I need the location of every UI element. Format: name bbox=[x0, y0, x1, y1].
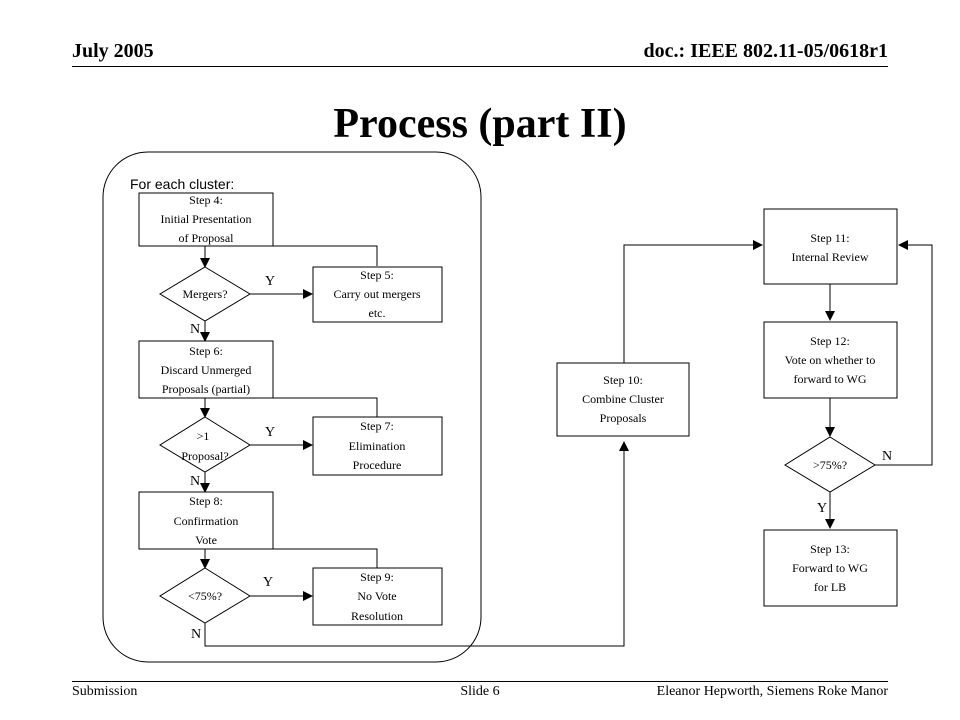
step-10-line-1: Step 10: bbox=[603, 373, 643, 387]
step-4-box bbox=[138, 192, 274, 247]
arrow-d4-s11 bbox=[875, 240, 933, 466]
footer-slide-number: Slide 6 bbox=[460, 684, 500, 699]
step-7-line-2: Elimination bbox=[349, 439, 406, 453]
step-12-box bbox=[763, 321, 898, 399]
footer-submission: Submission bbox=[72, 684, 138, 699]
step-5-line-1: Step 5: bbox=[360, 268, 394, 282]
cluster-container bbox=[102, 151, 482, 663]
step-9-line-2: No Vote bbox=[357, 589, 396, 603]
step-8-line-3: Vote bbox=[195, 533, 217, 547]
step-11-line-2: Internal Review bbox=[792, 250, 869, 264]
arrow-d3-s10 bbox=[204, 441, 629, 647]
step-6-line-3: Proposals (partial) bbox=[162, 382, 250, 396]
step-5-line-3: etc. bbox=[369, 306, 386, 320]
line-s8-s9 bbox=[205, 548, 378, 568]
step-4-line-3: of Proposal bbox=[179, 231, 235, 245]
step-6-box bbox=[138, 340, 274, 399]
arrow-s10-s11 bbox=[623, 240, 763, 363]
step-8-line-1: Step 8: bbox=[189, 494, 223, 508]
step-10-box bbox=[556, 362, 690, 437]
decision-above-75 bbox=[784, 436, 876, 493]
step-7-box bbox=[312, 416, 443, 476]
step-8-line-2: Confirmation bbox=[174, 514, 239, 528]
step-5-line-2: Carry out mergers bbox=[333, 287, 420, 301]
yes-label-proposals: Y bbox=[265, 425, 275, 440]
header-rule bbox=[72, 66, 888, 67]
footer-rule bbox=[72, 681, 888, 682]
decision-proposals-line-1: >1 bbox=[197, 429, 210, 443]
no-label-below-75: N bbox=[191, 627, 201, 642]
step-13-line-3: for LB bbox=[814, 580, 846, 594]
step-13-line-1: Step 13: bbox=[810, 542, 850, 556]
step-12-line-2: Vote on whether to bbox=[785, 353, 876, 367]
step-12-line-1: Step 12: bbox=[810, 334, 850, 348]
step-5-box bbox=[312, 266, 443, 323]
step-9-line-1: Step 9: bbox=[360, 570, 394, 584]
yes-label-below-75: Y bbox=[263, 575, 273, 590]
step-7-line-1: Step 7: bbox=[360, 419, 394, 433]
no-label-above-75: N bbox=[882, 449, 892, 464]
decision-proposals-line-2: Proposal? bbox=[181, 449, 228, 463]
cluster-label: For each cluster: bbox=[130, 176, 234, 192]
step-7-line-3: Procedure bbox=[353, 458, 402, 472]
footer-author: Eleanor Hepworth, Siemens Roke Manor bbox=[656, 684, 888, 699]
step-9-box bbox=[312, 567, 443, 626]
no-label-proposals: N bbox=[190, 474, 200, 489]
yes-label-above-75: Y bbox=[817, 501, 827, 516]
decision-above-75-label: >75%? bbox=[813, 458, 847, 472]
step-8-box bbox=[138, 491, 274, 550]
step-10-line-3: Proposals bbox=[600, 411, 647, 425]
step-13-line-2: Forward to WG bbox=[792, 561, 868, 575]
step-11-line-1: Step 11: bbox=[810, 231, 849, 245]
step-4-line-1: Step 4: bbox=[189, 193, 223, 207]
decision-below-75-label: <75%? bbox=[188, 589, 222, 603]
header-doc-id: doc.: IEEE 802.11-05/0618r1 bbox=[643, 40, 888, 62]
step-11-box bbox=[763, 208, 898, 285]
step-10-line-2: Combine Cluster bbox=[582, 392, 664, 406]
slide-title: Process (part II) bbox=[333, 101, 627, 147]
decision-proposals bbox=[159, 416, 251, 473]
decision-below-75 bbox=[159, 567, 251, 624]
step-12-line-3: forward to WG bbox=[793, 372, 866, 386]
yes-label-mergers: Y bbox=[265, 274, 275, 289]
decision-mergers-label: Mergers? bbox=[182, 287, 227, 301]
header-date: July 2005 bbox=[72, 40, 154, 62]
line-s4-s5 bbox=[205, 245, 378, 266]
step-6-line-1: Step 6: bbox=[189, 344, 223, 358]
step-4-line-2: Initial Presentation bbox=[161, 212, 252, 226]
line-s6-s7 bbox=[205, 397, 378, 417]
step-9-line-3: Resolution bbox=[351, 609, 403, 623]
no-label-mergers: N bbox=[190, 322, 200, 337]
step-6-line-2: Discard Unmerged bbox=[161, 363, 252, 377]
step-13-box bbox=[763, 529, 898, 607]
decision-mergers bbox=[159, 266, 251, 322]
